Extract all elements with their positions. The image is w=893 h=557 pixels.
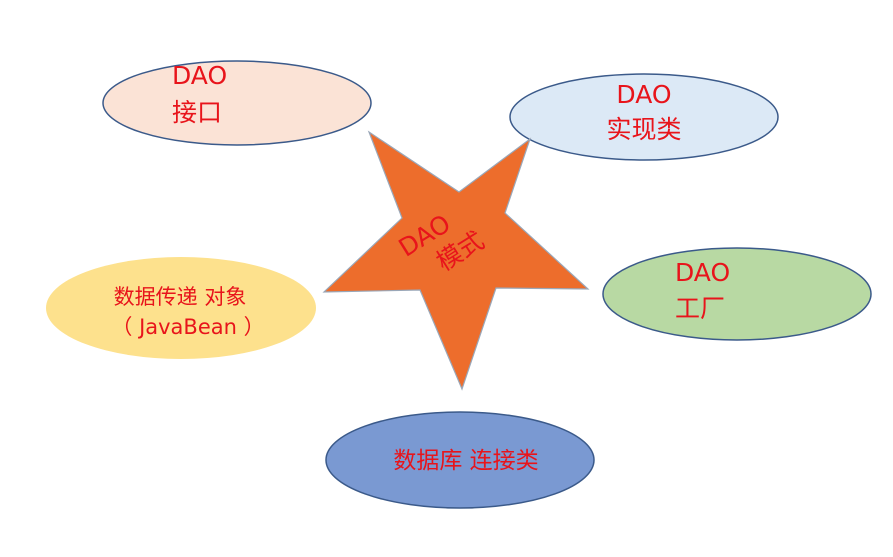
node-dao-interface-shape xyxy=(102,60,372,146)
node-dao-interface-subtitle: 接口 xyxy=(172,98,222,127)
node-dao-interface: DAO 接口 xyxy=(102,60,372,146)
node-dao-impl-shape xyxy=(509,73,779,161)
node-transfer-object-title: 数据传递 对象 xyxy=(114,285,247,309)
node-dao-factory: DAO 工厂 xyxy=(602,247,872,341)
node-dao-impl-title: DAO xyxy=(616,80,671,109)
node-dao-factory-title: DAO xyxy=(675,258,730,287)
node-transfer-object-subtitle: （ JavaBean ） xyxy=(111,315,264,339)
center-star-shape xyxy=(322,130,590,391)
node-transfer-object-shape xyxy=(46,257,316,359)
node-db-connection-label: 数据库 连接类 xyxy=(393,448,538,474)
node-dao-impl: DAO 实现类 xyxy=(509,73,779,161)
node-db-connection: 数据库 连接类 xyxy=(325,411,595,509)
node-dao-impl-subtitle: 实现类 xyxy=(606,115,681,144)
node-db-connection-shape xyxy=(325,411,595,509)
node-dao-interface-title: DAO xyxy=(172,61,227,90)
node-transfer-object: 数据传递 对象 （ JavaBean ） xyxy=(46,257,316,359)
node-dao-factory-subtitle: 工厂 xyxy=(675,294,725,323)
center-dao-pattern: DAO 模式 xyxy=(322,130,590,391)
node-dao-factory-shape xyxy=(602,247,872,341)
